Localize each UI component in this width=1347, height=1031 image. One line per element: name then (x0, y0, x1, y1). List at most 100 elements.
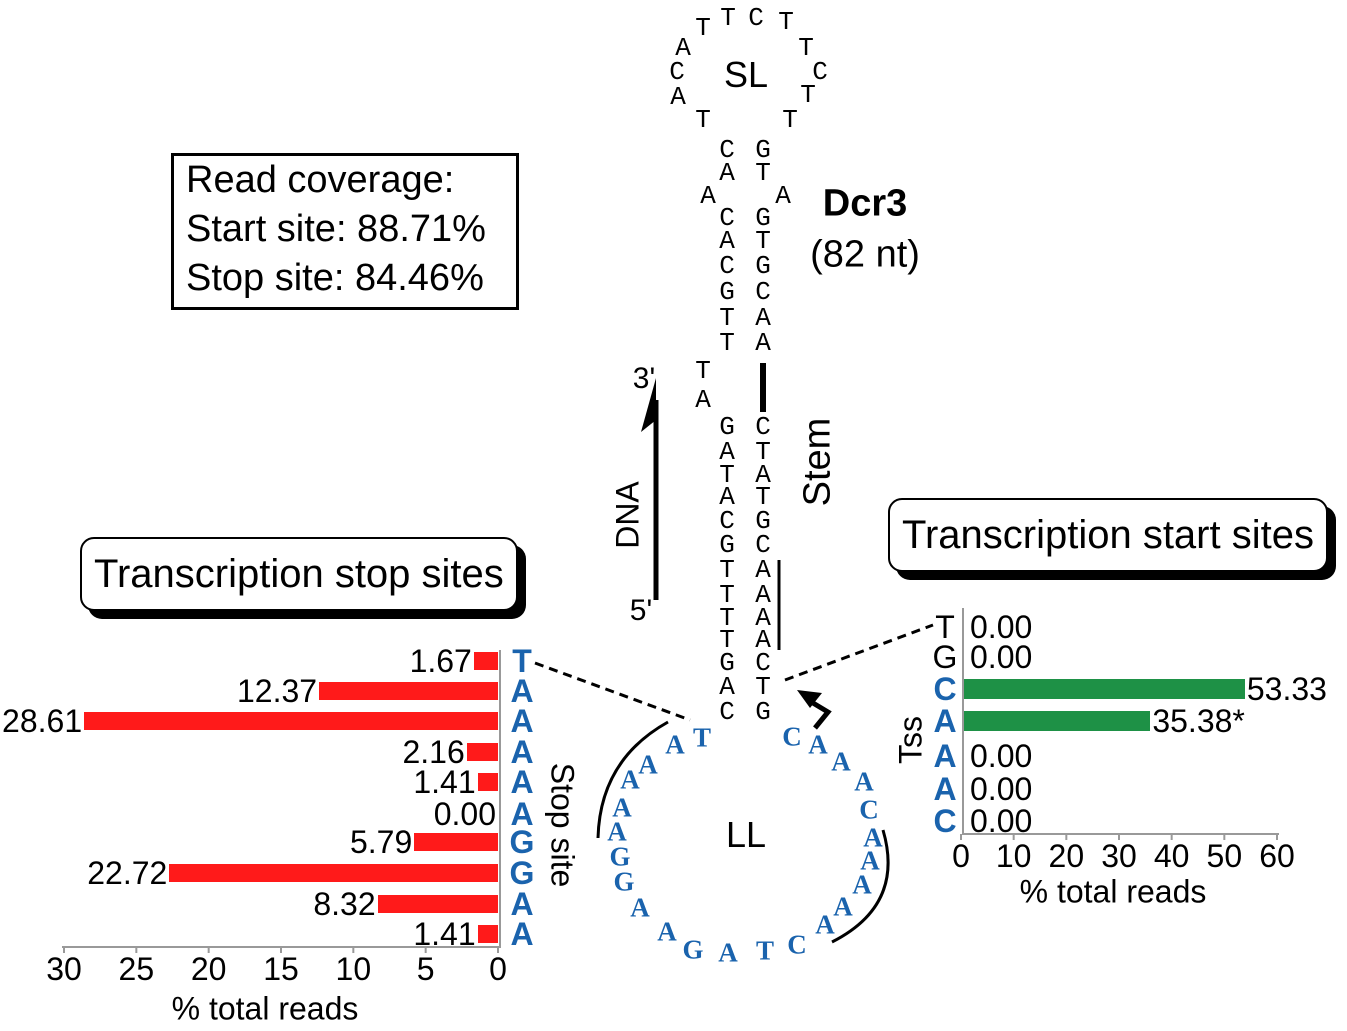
stem-left-nucleotide: T (719, 328, 735, 358)
start-dashed-line (784, 623, 934, 682)
stem-left-nucleotide: G (719, 648, 735, 678)
stem-left-nucleotide: C (719, 506, 735, 536)
loop-nucleotide: T (755, 935, 775, 966)
sl-nucleotide: T (720, 3, 736, 33)
loop-nucleotide: A (665, 729, 685, 760)
loop-nucleotide: A (657, 916, 677, 947)
stem-right-nucleotide: G (755, 697, 771, 727)
stop-bar (477, 773, 498, 791)
stop-site-letter: A (510, 734, 534, 770)
coverage-stop: Stop site: 84.46% (186, 257, 484, 299)
start-value-label: 0.00 (970, 738, 1033, 774)
stem-right-nucleotide: G (755, 506, 771, 536)
sl-label: SL (723, 54, 769, 95)
start-tick-label: 20 (1048, 838, 1085, 874)
stop-ylabel: Stop site (544, 762, 581, 888)
stem-left-nucleotide: A (719, 437, 735, 467)
stem-right-nucleotide: T (755, 482, 771, 512)
stem-left-nucleotide: C (719, 135, 735, 165)
stop-value-label: 1.41 (413, 764, 476, 800)
stem-right-nucleotide: A (775, 181, 791, 211)
dna-arrow-head (641, 378, 656, 432)
start-arc (831, 829, 890, 944)
stop-arc (596, 720, 669, 839)
stop-value-label: 0.00 (433, 796, 496, 832)
loop-nucleotide: C (859, 794, 879, 825)
loop-nucleotide: A (718, 937, 738, 968)
stem-left-nucleotide: A (695, 385, 711, 415)
stop-bar (377, 895, 498, 913)
stop-site-letter: T (512, 643, 532, 679)
stem-right-nucleotide: T (755, 672, 771, 702)
sl-nucleotide: T (695, 13, 711, 43)
stem-right-nucleotide: C (755, 530, 771, 560)
stem-left-nucleotide: G (719, 412, 735, 442)
stem-left-nucleotide: C (719, 203, 735, 233)
stop-tick-label: 20 (190, 951, 227, 987)
start-value-label: 0.00 (970, 803, 1033, 839)
stem-left-nucleotide: T (719, 555, 735, 585)
sl-nucleotide: C (748, 3, 764, 33)
loop-nucleotide: A (620, 764, 640, 795)
sl-nucleotide: T (695, 105, 711, 135)
sl-nucleotide: A (670, 82, 686, 112)
start-tick-label: 30 (1101, 838, 1137, 874)
tss-arrow (806, 697, 832, 730)
stem-left-nucleotide: T (719, 460, 735, 490)
stem-right-nucleotide: A (755, 603, 771, 633)
stop-value-label: 12.37 (236, 673, 318, 709)
loop-nucleotide: C (782, 721, 802, 752)
start-ylabel: Tss (892, 716, 929, 764)
stem-left-nucleotide: A (719, 482, 735, 512)
stop-site-letter: A (510, 796, 534, 832)
start-value-label: 35.38* (1152, 703, 1245, 739)
loop-nucleotide: A (863, 822, 883, 853)
start-bar (964, 679, 1245, 699)
start-tick-label: 40 (1153, 838, 1190, 874)
stop-value-label: 1.67 (409, 643, 472, 679)
stop-bar (84, 712, 498, 730)
start-tick-label: 0 (952, 838, 970, 874)
stem-right-nucleotide: A (755, 303, 771, 333)
start-tick-label: 10 (995, 838, 1032, 874)
stop-sites-title: Transcription stop sites (80, 537, 518, 611)
stem-right-nucleotide: G (755, 135, 771, 165)
stop-dashed-line (534, 661, 691, 722)
start-xlabel: % total reads (1019, 873, 1207, 910)
start-site-letter: A (933, 738, 957, 774)
stop-tick-label: 5 (416, 951, 435, 987)
stop-tick-label: 15 (263, 951, 299, 987)
stem-right-nucleotide: C (755, 648, 771, 678)
loop-nucleotide: C (787, 929, 807, 960)
five-prime-label: 5' (629, 594, 653, 627)
stem-left-nucleotide: T (695, 356, 711, 386)
loop-nucleotide: A (815, 909, 835, 940)
stem-left-nucleotide: C (719, 697, 735, 727)
loop-nucleotide: G (613, 866, 635, 897)
loop-nucleotide: T (692, 722, 712, 753)
stop-bar (319, 682, 498, 700)
loop-nucleotide: A (630, 892, 650, 923)
stem-left-nucleotide: G (719, 277, 735, 307)
stop-site-letter: A (510, 764, 534, 800)
stop-value-label: 28.61 (2, 703, 83, 739)
sl-nucleotide: T (800, 80, 816, 110)
start-value-label: 0.00 (970, 771, 1033, 807)
stem-right-nucleotide: T (755, 158, 771, 188)
stem-right-nucleotide: A (755, 580, 771, 610)
stop-bar (477, 925, 498, 943)
stem-left-nucleotide: A (719, 672, 735, 702)
loop-nucleotide: A (852, 869, 872, 900)
stop-bar (169, 864, 498, 882)
stem-right-nucleotide: G (755, 203, 771, 233)
stem-left-nucleotide: G (719, 530, 735, 560)
stop-site-letter: A (510, 703, 534, 739)
loop-nucleotide: G (609, 841, 631, 872)
loop-nucleotide: A (638, 749, 658, 780)
stem-right-nucleotide: T (755, 437, 771, 467)
loop-nucleotide: A (854, 766, 874, 797)
loop-nucleotide: A (808, 729, 828, 760)
stop-bar (414, 833, 498, 851)
stop-site-letter: A (510, 886, 534, 922)
